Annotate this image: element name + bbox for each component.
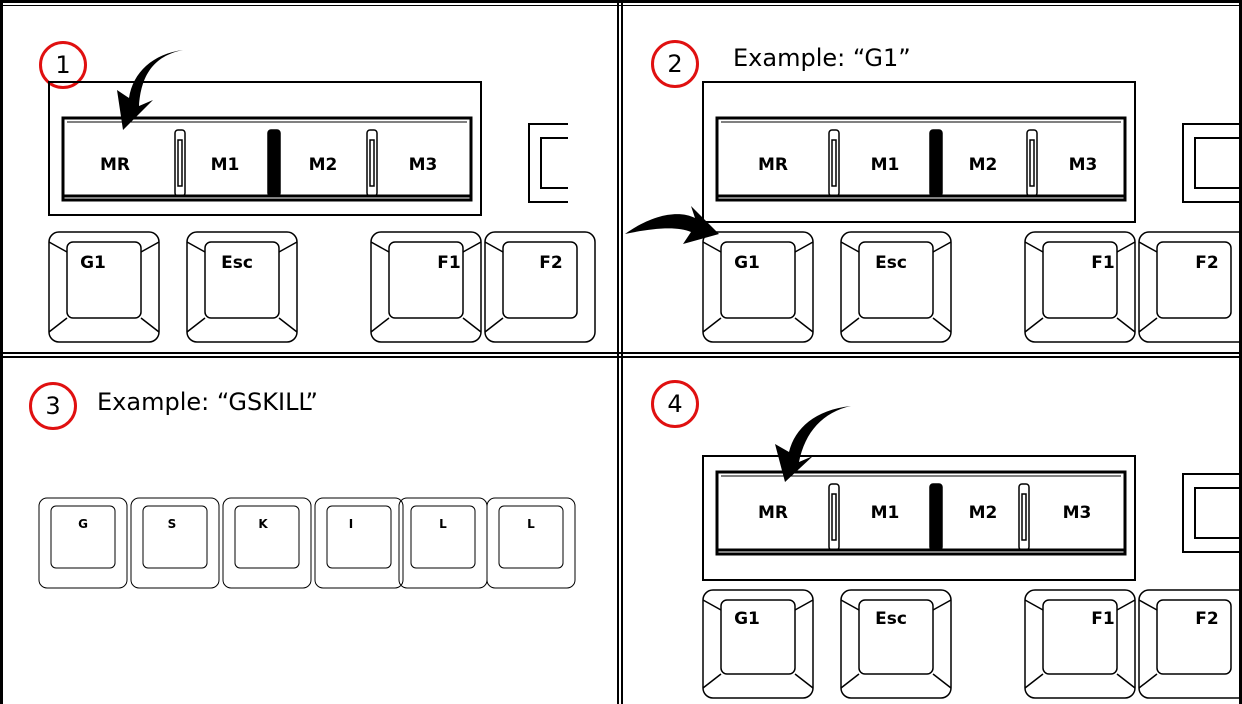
macro-divider-2 xyxy=(929,483,943,551)
typed-key-label-i: I xyxy=(349,517,353,531)
step-number: 3 xyxy=(45,392,61,420)
macro-key-m1: M1 xyxy=(211,155,240,175)
typed-key-label-l: L xyxy=(439,517,447,531)
key-esc xyxy=(840,589,952,699)
macro-key-strip xyxy=(61,116,473,202)
macro-divider-1 xyxy=(174,129,186,197)
panel-step-1: 1 MR M1 M2 M3 xyxy=(3,6,617,352)
typed-key-l xyxy=(398,497,488,589)
typed-key-s xyxy=(130,497,220,589)
macro-key-mr: MR xyxy=(100,155,130,175)
macro-key-m3: M3 xyxy=(1069,155,1098,175)
typed-key-k xyxy=(222,497,312,589)
macro-key-m2: M2 xyxy=(309,155,338,175)
panel-step-3: 3 Example: “GSKILL” G S K I L L xyxy=(3,358,617,704)
key-g1 xyxy=(702,589,814,699)
typed-key-label-g: G xyxy=(78,517,88,531)
typed-key-label-l-2: L xyxy=(527,517,535,531)
key-label-f1: F1 xyxy=(437,253,460,273)
macro-divider-2 xyxy=(267,129,281,197)
macro-key-mr: MR xyxy=(758,503,788,523)
side-indicator xyxy=(1182,123,1239,203)
keyboard-macro-illustration: MR M1 M2 M3 G1 Esc F1 xyxy=(702,406,1239,699)
key-f1 xyxy=(1024,589,1136,699)
macro-key-strip xyxy=(715,116,1127,202)
step-number: 1 xyxy=(55,51,71,79)
frame-middle-horizontal-b xyxy=(0,356,1242,358)
key-label-esc: Esc xyxy=(875,609,907,629)
macro-key-strip xyxy=(715,470,1127,556)
typed-key-g xyxy=(38,497,128,589)
step-number: 2 xyxy=(667,50,683,78)
frame-middle-horizontal-a xyxy=(0,352,1242,354)
macro-divider-3 xyxy=(366,129,378,197)
key-label-g1: G1 xyxy=(734,253,760,273)
key-label-f1: F1 xyxy=(1091,609,1114,629)
key-f2 xyxy=(1138,589,1239,699)
panel-step-2: 2 Example: “G1” MR M1 M2 M3 G1 xyxy=(623,6,1239,352)
key-esc xyxy=(186,231,298,343)
key-esc xyxy=(840,231,952,343)
macro-housing xyxy=(702,455,1136,581)
key-g1 xyxy=(702,231,814,343)
macro-divider-1 xyxy=(828,483,840,551)
typed-key-l-2 xyxy=(486,497,576,589)
key-label-f1: F1 xyxy=(1091,253,1114,273)
macro-key-m2: M2 xyxy=(969,503,998,523)
typed-key-i xyxy=(314,497,404,589)
macro-divider-3 xyxy=(1018,483,1030,551)
key-label-f2: F2 xyxy=(1195,609,1218,629)
macro-key-m1: M1 xyxy=(871,503,900,523)
curved-arrow-icon xyxy=(117,50,183,130)
typed-key-label-k: K xyxy=(258,517,268,531)
typed-key-label-s: S xyxy=(168,517,177,531)
macro-key-m3: M3 xyxy=(409,155,438,175)
side-indicator xyxy=(1182,473,1239,553)
key-f1 xyxy=(370,231,482,343)
key-label-f2: F2 xyxy=(1195,253,1218,273)
macro-divider-1 xyxy=(828,129,840,197)
keyboard-macro-illustration: MR M1 M2 M3 G1 Esc F1 xyxy=(625,81,1239,343)
step-caption: Example: “GSKILL” xyxy=(97,388,318,416)
key-f2 xyxy=(484,231,596,343)
macro-housing xyxy=(702,81,1136,223)
step-number: 4 xyxy=(667,390,683,418)
key-g1 xyxy=(48,231,160,343)
macro-divider-2 xyxy=(929,129,943,197)
step-caption: Example: “G1” xyxy=(733,44,911,72)
macro-key-m2: M2 xyxy=(969,155,998,175)
key-label-g1: G1 xyxy=(734,609,760,629)
macro-key-m3: M3 xyxy=(1063,503,1092,523)
key-f1 xyxy=(1024,231,1136,343)
step-number-circle: 4 xyxy=(651,380,699,428)
keyboard-macro-illustration: MR M1 M2 M3 G1 Esc xyxy=(48,50,596,343)
side-indicator xyxy=(528,123,568,203)
typed-keys-illustration: G S K I L L xyxy=(38,497,576,589)
key-label-esc: Esc xyxy=(221,253,253,273)
panel-step-4: 4 MR M1 M2 M3 G1 xyxy=(623,358,1239,704)
step-number-circle: 3 xyxy=(29,382,77,430)
macro-key-m1: M1 xyxy=(871,155,900,175)
macro-key-mr: MR xyxy=(758,155,788,175)
curved-arrow-icon xyxy=(775,406,851,482)
key-label-f2: F2 xyxy=(539,253,562,273)
macro-divider-3 xyxy=(1026,129,1038,197)
macro-housing xyxy=(48,81,482,216)
step-number-circle: 2 xyxy=(651,40,699,88)
key-f2 xyxy=(1138,231,1239,343)
key-label-esc: Esc xyxy=(875,253,907,273)
curved-arrow-icon xyxy=(625,206,719,244)
key-label-g1: G1 xyxy=(80,253,106,273)
